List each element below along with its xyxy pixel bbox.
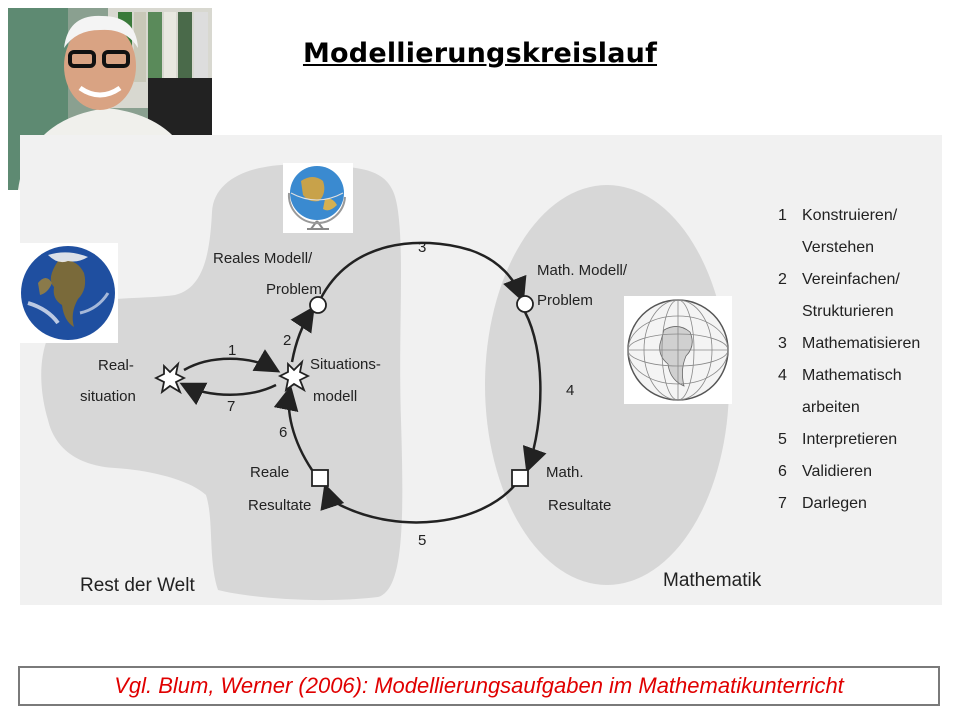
arrow-5 [320, 483, 516, 524]
arrow-number-4: 4 [566, 382, 574, 399]
legend-item: 6 Validieren [778, 456, 958, 488]
arrow-4 [522, 311, 547, 473]
reale-resultate-node [311, 469, 329, 487]
arrow-number-5: 5 [418, 532, 426, 549]
wireframe-globe-image [624, 296, 732, 404]
arrow-number-6: 6 [279, 424, 287, 441]
legend-text: Vereinfachen/ [802, 271, 900, 288]
legend-text: Darlegen [802, 495, 867, 512]
globe-on-stand-image [283, 163, 353, 233]
situationsmodell-label-2: modell [313, 388, 357, 405]
math-resultate-label-1: Math. [546, 464, 584, 481]
legend-item: 5 Interpretieren [778, 424, 958, 456]
math-resultate-node [511, 469, 529, 487]
citation-footer: Vgl. Blum, Werner (2006): Modellierungsa… [18, 666, 940, 706]
realsituation-label-2: situation [80, 388, 136, 405]
arrow-number-2: 2 [283, 332, 291, 349]
math-resultate-label-2: Resultate [548, 497, 611, 514]
legend-text: Mathematisieren [802, 335, 921, 352]
legend-number: 7 [778, 495, 787, 512]
legend-number: 1 [778, 207, 787, 224]
legend-text: Konstruieren/ [802, 207, 898, 224]
legend-number: 3 [778, 335, 787, 352]
situationsmodell-label-1: Situations- [310, 356, 381, 373]
legend-item: 1 Konstruieren/ [778, 200, 958, 232]
legend-item: Strukturieren [778, 296, 958, 328]
legend-item: 7 Darlegen [778, 488, 958, 520]
realsituation-star [153, 361, 187, 395]
legend-item: arbeiten [778, 392, 958, 424]
rest-der-welt-label: Rest der Welt [80, 575, 195, 596]
legend-item: 2 Vereinfachen/ [778, 264, 958, 296]
arrow-3 [318, 241, 527, 303]
earth-globe-image [18, 243, 118, 343]
legend-text: arbeiten [802, 399, 860, 416]
legend-text: Mathematisch [802, 367, 902, 384]
reales-modell-node [309, 296, 327, 314]
arrow-number-3: 3 [418, 239, 426, 256]
arrow-6 [273, 385, 314, 471]
situationsmodell-star [277, 359, 311, 393]
step-legend: 1 Konstruieren/Verstehen 2 Vereinfachen/Str… [778, 200, 958, 520]
legend-number: 6 [778, 463, 787, 480]
legend-item: Verstehen [778, 232, 958, 264]
math-modell-node [516, 295, 534, 313]
legend-item: 3 Mathematisieren [778, 328, 958, 360]
arrow-number-1: 1 [228, 342, 236, 359]
legend-item: 4 Mathematisch [778, 360, 958, 392]
reales-modell-label-1: Reales Modell/ [213, 250, 313, 267]
legend-number [778, 296, 802, 328]
legend-number [778, 232, 802, 264]
mathematik-label: Mathematik [663, 570, 762, 591]
reale-resultate-label-2: Resultate [248, 497, 311, 514]
legend-text: Verstehen [802, 239, 875, 256]
arrow-2 [290, 305, 315, 363]
realsituation-label-1: Real- [98, 357, 134, 374]
math-modell-label-2: Problem [537, 292, 593, 309]
arrow-1 [183, 349, 281, 373]
reale-resultate-label-1: Reale [250, 464, 289, 481]
legend-text: Strukturieren [802, 303, 894, 320]
math-modell-label-1: Math. Modell/ [537, 262, 628, 279]
legend-number: 2 [778, 271, 787, 288]
mathematik-region [485, 185, 729, 585]
reales-modell-label-2: Problem [266, 281, 322, 298]
legend-number: 5 [778, 431, 787, 448]
legend-text: Interpretieren [802, 431, 898, 448]
legend-number [778, 392, 802, 424]
legend-number: 4 [778, 367, 787, 384]
legend-text: Validieren [802, 463, 872, 480]
page-title: Modellierungskreislauf [302, 38, 658, 69]
arrow-number-7: 7 [227, 398, 235, 415]
rest-der-welt-region [41, 164, 403, 601]
arrow-7 [179, 382, 277, 406]
